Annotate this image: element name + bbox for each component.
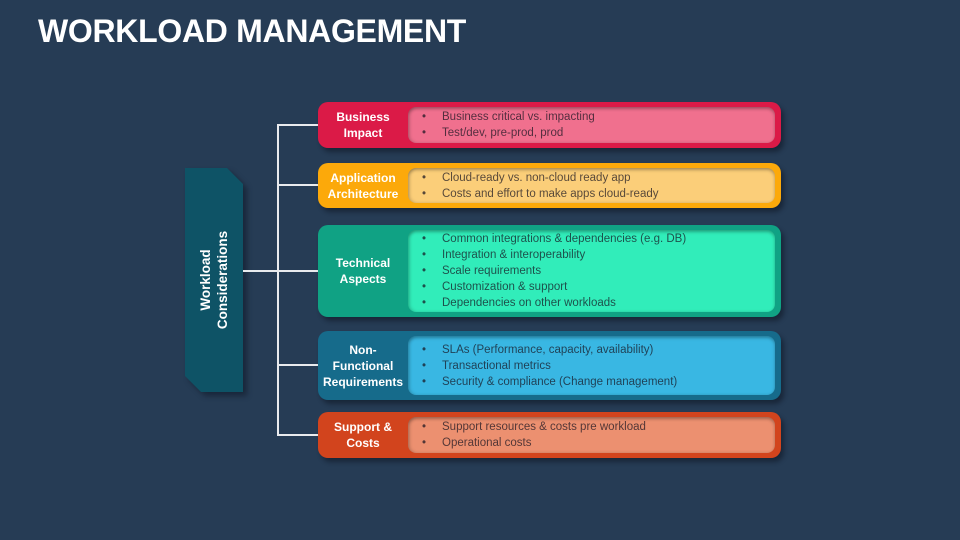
card-label: Non- Functional Requirements: [322, 342, 404, 389]
card-business-impact: Business Impact Business critical vs. im…: [318, 102, 781, 148]
bullet-item: Support resources & costs pre workload: [420, 419, 767, 435]
card-body: Support resources & costs pre workloadOp…: [408, 417, 775, 453]
bullet-item: Integration & interoperability: [420, 247, 767, 263]
card-label: Application Architecture: [327, 170, 399, 201]
card-body: SLAs (Performance, capacity, availabilit…: [408, 336, 775, 395]
card-label: Technical Aspects: [335, 256, 391, 286]
root-node: Workload Considerations: [185, 168, 243, 392]
bullet-list: SLAs (Performance, capacity, availabilit…: [408, 340, 775, 392]
card-non-functional-requirements: Non- Functional Requirements SLAs (Perfo…: [318, 331, 781, 400]
connector-branch-4: [277, 364, 318, 366]
card-support-costs: Support & Costs Support resources & cost…: [318, 412, 781, 458]
card-label: Business Impact: [336, 110, 390, 140]
bullet-item: Customization & support: [420, 279, 767, 295]
card-body: Common integrations & dependencies (e.g.…: [408, 230, 775, 312]
bullet-item: Dependencies on other workloads: [420, 295, 767, 311]
root-node-label: Workload Considerations: [198, 230, 230, 330]
bullet-item: Transactional metrics: [420, 358, 767, 374]
bullet-item: SLAs (Performance, capacity, availabilit…: [420, 342, 767, 358]
bullet-item: Security & compliance (Change management…: [420, 374, 767, 390]
card-label: Support & Costs: [334, 420, 392, 450]
card-body: Business critical vs. impactingTest/dev,…: [408, 107, 775, 143]
card-technical-aspects: Technical Aspects Common integrations & …: [318, 225, 781, 317]
slide-title: WORKLOAD MANAGEMENT: [38, 13, 467, 49]
connector-stem: [243, 270, 279, 272]
bullet-item: Common integrations & dependencies (e.g.…: [420, 231, 767, 247]
card-application-architecture: Application Architecture Cloud-ready vs.…: [318, 163, 781, 208]
bullet-item: Business critical vs. impacting: [420, 109, 767, 125]
bullet-item: Cloud-ready vs. non-cloud ready app: [420, 170, 767, 186]
root-node-shape: [185, 168, 243, 392]
bullet-item: Costs and effort to make apps cloud-read…: [420, 186, 767, 202]
bullet-list: Business critical vs. impactingTest/dev,…: [408, 107, 775, 143]
bullet-list: Common integrations & dependencies (e.g.…: [408, 229, 775, 313]
connector-trunk: [277, 124, 279, 436]
bullet-list: Cloud-ready vs. non-cloud ready appCosts…: [408, 168, 775, 204]
connector-branch-1: [277, 124, 318, 126]
connector-branch-2: [277, 184, 318, 186]
bullet-item: Scale requirements: [420, 263, 767, 279]
connector-branch-3: [277, 270, 318, 272]
bullet-item: Operational costs: [420, 435, 767, 451]
connector-branch-5: [277, 434, 318, 436]
card-body: Cloud-ready vs. non-cloud ready appCosts…: [408, 168, 775, 203]
bullet-item: Test/dev, pre-prod, prod: [420, 125, 767, 141]
bullet-list: Support resources & costs pre workloadOp…: [408, 417, 775, 453]
